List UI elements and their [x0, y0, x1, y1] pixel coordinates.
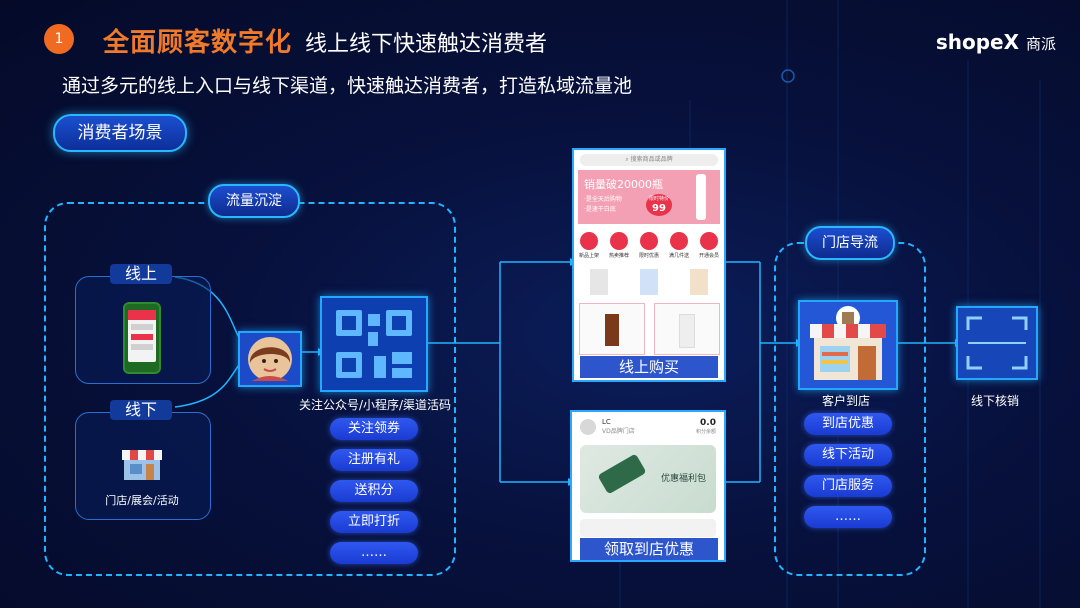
category-label: 热卖推荐	[608, 253, 629, 259]
coupon-caption: 领取到店优惠	[580, 538, 718, 560]
coupon-store-header: LC VD品牌门店 0.0 积分余额	[572, 412, 724, 441]
shop-banner: 销量破20000瓶 ·是全天后购物 ·是速干白底 限时特价 99	[578, 170, 720, 224]
category-label: 满几件送	[668, 253, 689, 259]
action-points: 送积分	[330, 480, 418, 502]
action-more-right: ……	[804, 506, 892, 528]
store-caption: 客户到店	[821, 394, 870, 408]
points-balance: 0.0	[700, 418, 716, 428]
price-label: 限时特价	[648, 196, 669, 202]
product-thumb[interactable]	[690, 269, 708, 295]
category-label: 新品上架	[578, 253, 599, 259]
action-follow-coupon: 关注领券	[330, 418, 418, 440]
shop-search-placeholder: 搜索商品或品牌	[630, 156, 673, 163]
store-name: VD品牌门店	[602, 428, 635, 435]
store-front-icon	[798, 300, 898, 390]
verify-caption: 线下核销	[970, 394, 1019, 408]
product-image-icon	[597, 453, 647, 495]
price-badge: 限时特价 99	[646, 194, 672, 216]
store-abbr: LC	[602, 418, 611, 426]
category-label: 限时优惠	[638, 253, 659, 259]
page-title: 全面顾客数字化	[103, 28, 293, 58]
store-icon	[122, 446, 162, 482]
price-tag: 99	[652, 203, 666, 214]
points-balance-label: 积分余额	[695, 429, 716, 435]
banner-line-1: ·是全天后购物	[584, 196, 622, 203]
action-offline-event: 线下活动	[804, 444, 892, 466]
traffic-group-label: 流量沉淀	[208, 184, 300, 218]
banner-line-2: ·是速干白底	[584, 206, 616, 213]
phone-icon	[123, 302, 161, 374]
section-number-badge: 1	[44, 24, 74, 54]
qr-code-icon	[320, 296, 428, 392]
action-register-gift: 注册有礼	[330, 449, 418, 471]
online-purchase-caption: 线上购买	[580, 356, 718, 378]
category-hot[interactable]: 热卖推荐	[609, 232, 629, 259]
shop-category-row: 新品上架 热卖推荐 限时优惠 满几件送 开通会员	[574, 232, 724, 259]
shop-search-bar: ⌕ 搜索商品或品牌	[580, 154, 718, 166]
product-thumb[interactable]	[590, 269, 608, 295]
product-card[interactable]	[653, 303, 720, 355]
banner-title: 销量破20000瓶	[584, 178, 663, 191]
scene-tag: 消费者场景	[53, 114, 187, 152]
category-sale[interactable]: 限时优惠	[639, 232, 659, 259]
logo-text: shopeX	[935, 30, 1020, 54]
coupon-card-text: 优惠福利包	[660, 474, 706, 484]
product-row-1	[574, 269, 724, 295]
scan-verify-icon	[956, 306, 1038, 380]
category-new[interactable]: 新品上架	[579, 232, 599, 259]
online-shop-screenshot: ⌕ 搜索商品或品牌 销量破20000瓶 ·是全天后购物 ·是速干白底 限时特价 …	[572, 148, 726, 382]
action-more: ……	[330, 542, 418, 564]
consumer-avatar	[238, 331, 302, 387]
logo-cn: 商派	[1025, 35, 1056, 53]
product-card[interactable]	[578, 303, 645, 355]
store-traffic-label: 门店导流	[805, 226, 895, 260]
product-row-2	[574, 303, 724, 355]
action-store-discount: 到店优惠	[804, 413, 892, 435]
online-label: 线上	[110, 264, 172, 284]
coupon-row	[580, 519, 716, 537]
coupon-screenshot: LC VD品牌门店 0.0 积分余额 优惠福利包	[570, 410, 726, 562]
product-thumb[interactable]	[640, 269, 658, 295]
offline-caption: 门店/展会/活动	[105, 494, 179, 507]
category-member[interactable]: 开通会员	[699, 232, 719, 259]
coupon-card[interactable]: 优惠福利包	[580, 445, 716, 513]
qr-caption: 关注公众号/小程序/渠道活码	[298, 398, 452, 412]
action-store-service: 门店服务	[804, 475, 892, 497]
search-icon: ⌕	[625, 156, 629, 163]
category-gift[interactable]: 满几件送	[669, 232, 689, 259]
page-subtitle: 通过多元的线上入口与线下渠道，快速触达消费者，打造私域流量池	[62, 75, 633, 97]
brand-logo: shopeX 商派	[936, 30, 1056, 54]
offline-label: 线下	[110, 400, 172, 420]
category-label: 开通会员	[698, 253, 719, 259]
product-bottle-icon	[696, 174, 706, 220]
store-avatar	[580, 418, 596, 435]
action-discount: 立即打折	[330, 511, 418, 533]
page-title-sub: 线上线下快速触达消费者	[305, 32, 548, 57]
